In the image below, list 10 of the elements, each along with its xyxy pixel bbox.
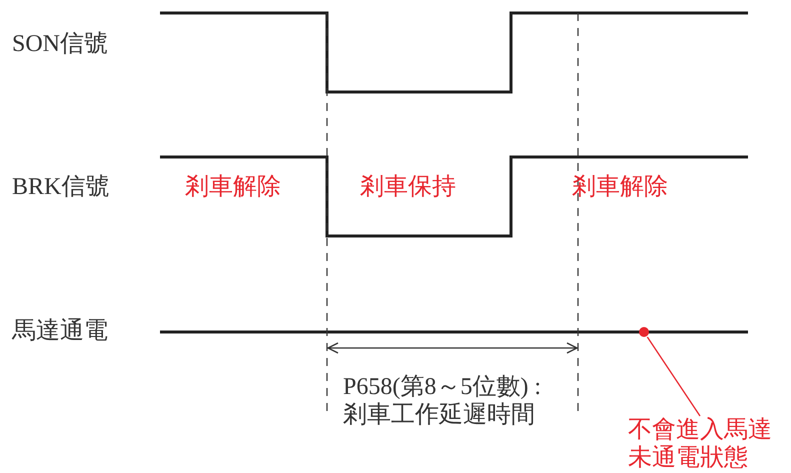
leader-line (646, 336, 701, 416)
status-label: 剎車解除 (572, 173, 668, 201)
callout-text: 不會進入馬達未通電狀態 (628, 416, 790, 472)
delay-note: P658(第8～5位數) : 剎車工作延遲時間 (343, 373, 542, 429)
signal-label: SON信號 (12, 30, 108, 58)
status-label: 剎車解除 (185, 173, 281, 201)
marker-dot (639, 327, 649, 337)
signal-label: BRK信號 (12, 173, 110, 201)
signal-label: 馬達通電 (12, 317, 108, 345)
status-label: 剎車保持 (360, 173, 456, 201)
